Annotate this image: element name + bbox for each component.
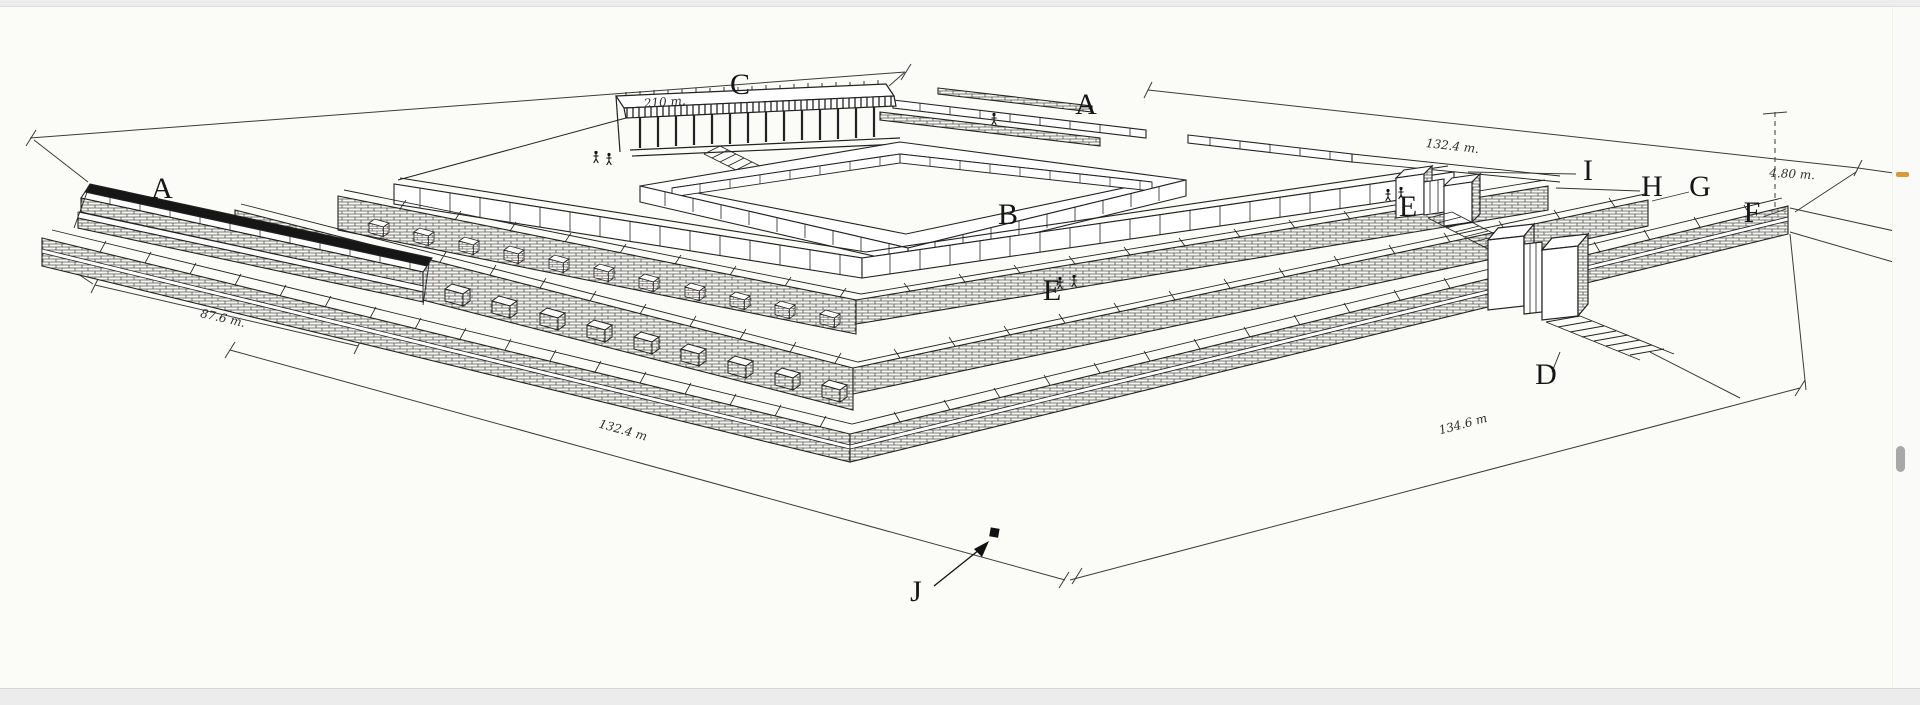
detail-j-marker xyxy=(933,527,1000,587)
rear-walls xyxy=(397,87,1561,183)
label-a-left: A xyxy=(151,172,173,205)
label-b-courtyard: B xyxy=(998,198,1018,231)
annotation-marker xyxy=(1896,172,1909,177)
label-e-platform: E xyxy=(1043,274,1061,307)
label-e-terrace: E xyxy=(1399,190,1417,223)
label-d-gate: D xyxy=(1535,358,1557,391)
label-j-marker: J xyxy=(910,575,922,608)
label-g-middle-terrace: G xyxy=(1689,170,1711,203)
letter-labels: A C A B E E I H G F D J xyxy=(151,68,1760,608)
label-leader-lines xyxy=(1467,171,1787,218)
dimension-right-side-length: 132.4 m. xyxy=(1425,136,1480,156)
dimension-front-right-length: 134.6 m xyxy=(1437,411,1488,437)
label-f-outer-terrace: F xyxy=(1744,196,1761,229)
dimension-rear-length: 210 m. xyxy=(642,94,686,111)
dimension-lines xyxy=(25,63,1916,589)
viewer-bottom-margin xyxy=(0,688,1920,705)
viewer-top-margin xyxy=(0,0,1920,7)
label-c-colonnade: C xyxy=(730,68,750,101)
dimension-front-left-length: 132.4 m xyxy=(597,417,648,444)
main-gate-d xyxy=(1486,222,1675,373)
viewer-right-margin xyxy=(1892,0,1920,705)
left-annex-wall xyxy=(73,183,433,306)
upper-gate xyxy=(1394,164,1515,251)
label-a-rear: A xyxy=(1075,88,1097,121)
label-i-parapet: I xyxy=(1583,154,1593,187)
dimension-wall-height: 4.80 m. xyxy=(1768,166,1815,182)
scrollbar-thumb[interactable] xyxy=(1896,446,1905,472)
platform-parapet xyxy=(393,165,1455,279)
colonnade-building xyxy=(614,80,903,175)
label-h-upper-terrace: H xyxy=(1641,170,1663,203)
